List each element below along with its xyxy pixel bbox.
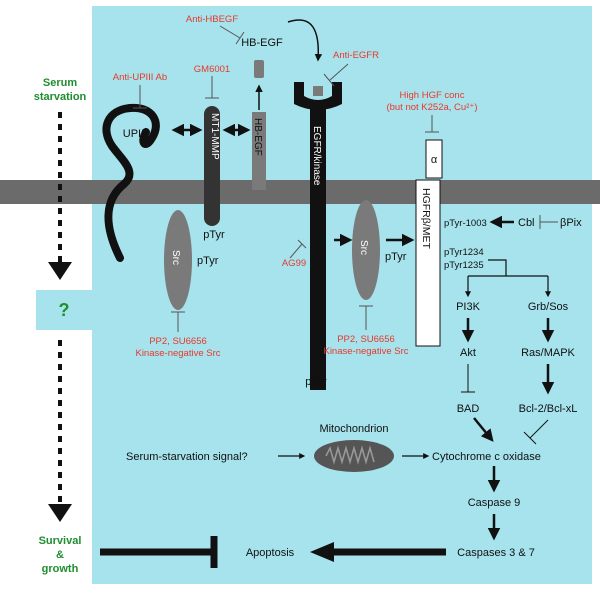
hgfr-alpha-subunit — [425, 139, 443, 179]
hgfr-branch-connector — [488, 259, 507, 276]
hbegf-soluble-form — [254, 60, 264, 78]
caspase9-label: Caspase 9 — [468, 497, 521, 509]
egfr-ligand-socket — [313, 86, 323, 96]
upiii-label: UPIII — [123, 128, 147, 140]
hgfr-met-receptor — [415, 179, 441, 347]
question-mark: ? — [59, 300, 70, 320]
ag99-label: AG99 — [282, 258, 306, 269]
bcl-label: Bcl-2/Bcl-xL — [519, 403, 578, 415]
ptyr-1003-label: pTyr-1003 — [444, 218, 487, 229]
mt1mmp-label: MT1-MMP — [209, 113, 220, 160]
dotted-arrow-lower-head — [48, 504, 72, 522]
high-hgf-label-2: (but not K252a, Cu²⁺) — [386, 102, 477, 113]
anti-hbegf-label: Anti-HBEGF — [186, 14, 238, 25]
caspase-apoptosis-arrow-head — [310, 542, 334, 562]
ptyr-1235-label: pTyr1235 — [444, 260, 484, 271]
cyt-c-label: Cytochrome c oxidase — [432, 451, 541, 463]
egfr-ligand-cup — [294, 82, 342, 110]
pp2-left-label: PP2, SU6656 — [149, 336, 207, 347]
mitochondrion-label: Mitochondrion — [319, 423, 388, 435]
pp2-left-label-2: Kinase-negative Src — [135, 348, 220, 359]
ras-mapk-label: Ras/MAPK — [521, 347, 575, 359]
egfr-kinase-label: EGFR/kinase — [311, 126, 322, 186]
grb-sos-label: Grb/Sos — [528, 301, 569, 313]
ptyr-1234-label: pTyr1234 — [444, 247, 484, 258]
anti-upiii-label: Anti-UPIII Ab — [113, 72, 167, 83]
mt1mmp-receptor — [204, 106, 220, 226]
question-box — [36, 290, 92, 330]
cell-membrane — [0, 180, 600, 204]
bcl-cytc-inhibit — [529, 419, 549, 439]
src-left — [164, 210, 192, 310]
ptyr-egfr-label: pTyr — [305, 376, 327, 388]
src-left-label: Src — [170, 250, 181, 265]
hbegf-egfr-arrow — [287, 19, 323, 62]
caspase37-label: Caspases 3 & 7 — [457, 547, 535, 559]
serum-signal-label: Serum-starvation signal? — [126, 451, 248, 463]
ag99-inhibit — [289, 243, 303, 259]
and-label: & — [56, 549, 64, 561]
hbegf-vertical-label: HB-EGF — [252, 118, 263, 156]
anti-hbegf-inhibit-bar — [235, 31, 245, 45]
bad-cytc-arrow — [473, 417, 494, 442]
pi3k-label: PI3K — [456, 301, 481, 313]
high-hgf-label: High HGF conc — [400, 90, 465, 101]
pp2-right-label: PP2, SU6656 — [337, 334, 395, 345]
cbl-label: Cbl — [518, 217, 535, 229]
bad-label: BAD — [457, 403, 480, 415]
ptyr-src-right-label: pTyr — [385, 251, 407, 263]
akt-label: Akt — [460, 347, 476, 359]
hbegf-membrane-form — [252, 112, 266, 190]
apoptosis-label: Apoptosis — [246, 547, 295, 559]
upiii-receptor — [102, 103, 160, 262]
ptyr-src-left-label: pTyr — [197, 255, 219, 267]
anti-egfr-inhibit-bar — [323, 73, 335, 87]
hgfr-met-label: HGFRβ/MET — [420, 188, 432, 249]
pp2-right-label-2: Kinase-negative Src — [323, 346, 408, 357]
anti-egfr-inhibit — [329, 63, 349, 81]
survival-label: Survival — [39, 535, 82, 547]
mitochondrion-cristae — [325, 445, 375, 465]
gm6001-label: GM6001 — [194, 64, 230, 75]
bcl-cytc-inhibit-bar — [523, 431, 537, 445]
ptyr-mt1mmp-label: pTyr — [203, 229, 225, 241]
growth-label: growth — [42, 563, 79, 575]
egfr-receptor — [310, 100, 326, 390]
dotted-arrow-upper-head — [48, 262, 72, 280]
hbegf-top-label: HB-EGF — [241, 37, 283, 49]
alpha-label: α — [431, 154, 438, 166]
ag99-inhibit-bar — [297, 239, 307, 249]
serum-starvation-label-2: starvation — [34, 91, 87, 103]
src-right — [352, 200, 380, 300]
bpix-label: βPix — [560, 217, 582, 229]
serum-starvation-label: Serum — [43, 77, 77, 89]
anti-hbegf-inhibit — [219, 25, 241, 39]
src-right-label: Src — [358, 240, 369, 255]
anti-egfr-label: Anti-EGFR — [333, 50, 379, 61]
